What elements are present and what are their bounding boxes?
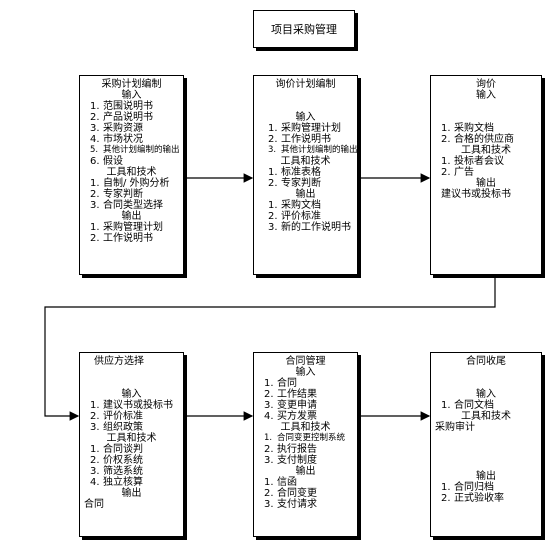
list-item: 1.合同 xyxy=(264,378,297,389)
list-item: 1.采购管理计划 xyxy=(268,123,341,134)
list-item: 2.工作说明书 xyxy=(90,233,153,244)
list-item: 1.采购管理计划 xyxy=(90,222,163,233)
list-item: 2.专家判断 xyxy=(268,178,321,189)
contract-administration-box: 合同管理 输入 1.合同 2.工作结果 3.变更申请 4.买方发票 工具和技术 … xyxy=(253,352,358,537)
list-item: 3.支付请求 xyxy=(264,499,317,510)
list-item: 1.建议书或投标书 xyxy=(90,400,173,411)
arrow-solicitation-to-source-selection xyxy=(44,278,496,421)
input-label: 输入 xyxy=(476,389,496,400)
box-heading: 合同收尾 xyxy=(466,356,506,367)
list-item: 3.合同类型选择 xyxy=(90,200,163,211)
list-item: 1.采购文档 xyxy=(441,123,494,134)
list-item: 6.假设 xyxy=(90,156,123,167)
tools-label: 工具和技术 xyxy=(106,433,157,444)
list-item: 3.采购资源 xyxy=(90,123,143,134)
list-item: 2.执行报告 xyxy=(264,444,317,455)
list-item: 4.买方发票 xyxy=(264,411,317,422)
list-item: 2.工作结果 xyxy=(264,389,317,400)
list-item: 1.采购文档 xyxy=(268,200,321,211)
list-item: 1.合同文档 xyxy=(441,400,494,411)
output-label: 输出 xyxy=(121,211,142,222)
list-item: 3.组织政策 xyxy=(90,422,143,433)
list-item: 1.自制/ 外购分析 xyxy=(90,178,170,189)
list-item: 1.投标者会议 xyxy=(441,156,504,167)
tools-label: 工具和技术 xyxy=(461,145,511,156)
list-item: 2.广告 xyxy=(441,167,474,178)
input-label: 输入 xyxy=(476,90,496,101)
list-item: 2.工作说明书 xyxy=(268,134,331,145)
output-text: 合同 xyxy=(84,499,104,510)
box-heading: 采购计划编制 xyxy=(101,79,162,90)
list-item: 3.支付制度 xyxy=(264,455,317,466)
list-item: 1.标准表格 xyxy=(268,167,321,178)
list-item: 2.专家判断 xyxy=(90,189,143,200)
list-item: 1.信函 xyxy=(264,477,297,488)
tools-label: 工具和技术 xyxy=(461,411,511,422)
list-item: 2.评价标准 xyxy=(90,411,143,422)
box-heading: 合同管理 xyxy=(285,356,326,367)
input-label: 输入 xyxy=(121,90,142,101)
box-heading: 询价计划编制 xyxy=(275,79,336,90)
list-item: 2.合同变更 xyxy=(264,488,317,499)
list-item: 1.合同归档 xyxy=(441,482,494,493)
list-item: 2.合格的供应商 xyxy=(441,134,514,145)
list-item: 3.其他计划编制的输出 xyxy=(268,145,358,155)
tools-label: 工具和技术 xyxy=(106,167,157,178)
output-label: 输出 xyxy=(476,471,496,482)
box-heading: 供应方选择 xyxy=(94,356,144,367)
list-item: 4.独立核算 xyxy=(90,477,143,488)
list-item: 3.变更申请 xyxy=(264,400,317,411)
tools-label: 工具和技术 xyxy=(280,156,331,167)
output-text: 建议书或投标书 xyxy=(441,189,511,200)
input-label: 输入 xyxy=(295,112,316,123)
input-label: 输入 xyxy=(121,389,142,400)
diagram-title: 项目采购管理 xyxy=(253,10,355,48)
contract-closeout-box: 合同收尾 输入 1.合同文档 工具和技术 采购审计 输出 1.合同归档 2.正式… xyxy=(430,352,542,537)
tools-text: 采购审计 xyxy=(435,422,475,433)
solicitation-box: 询价 输入 1.采购文档 2.合格的供应商 工具和技术 1.投标者会议 2.广告… xyxy=(430,75,542,275)
output-label: 输出 xyxy=(121,488,142,499)
procurement-planning-box: 采购计划编制 输入 1.范围说明书 2.产品说明书 3.采购资源 4.市场状况 … xyxy=(79,75,184,275)
list-item: 2.产品说明书 xyxy=(90,112,153,123)
list-item: 4.市场状况 xyxy=(90,134,143,145)
list-item: 3.筛选系统 xyxy=(90,466,143,477)
output-label: 输出 xyxy=(295,189,316,200)
list-item: 2.价权系统 xyxy=(90,455,143,466)
output-label: 输出 xyxy=(295,466,316,477)
input-label: 输入 xyxy=(295,367,316,378)
list-item: 2.正式验收率 xyxy=(441,493,504,504)
list-item: 3.新的工作说明书 xyxy=(268,222,351,233)
box-heading: 询价 xyxy=(476,79,496,90)
tools-label: 工具和技术 xyxy=(280,422,331,433)
list-item: 2.评价标准 xyxy=(268,211,321,222)
list-item: 1.合同谈判 xyxy=(90,444,143,455)
list-item: 1.合同变更控制系统 xyxy=(264,433,346,443)
output-label: 输出 xyxy=(476,178,496,189)
source-selection-box: 供应方选择 输入 1.建议书或投标书 2.评价标准 3.组织政策 工具和技术 1… xyxy=(79,352,184,537)
list-item: 1.范围说明书 xyxy=(90,101,153,112)
solicitation-planning-box: 询价计划编制 输入 1.采购管理计划 2.工作说明书 3.其他计划编制的输出 工… xyxy=(253,75,358,275)
list-item: 5.其他计划编制的输出 xyxy=(90,145,180,155)
